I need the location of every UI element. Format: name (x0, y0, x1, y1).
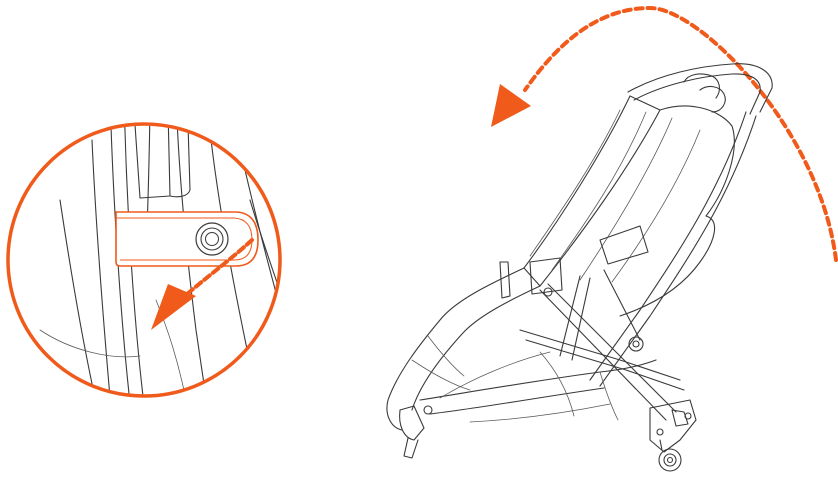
fold-rotation-arrow-icon (491, 5, 838, 262)
zoom-callout (6, 122, 282, 398)
lock-release-tab (115, 211, 259, 267)
zoom-circle-ring (6, 122, 282, 398)
press-direction-arrow-icon (151, 238, 254, 330)
folding-stroller-illustration (386, 63, 773, 472)
